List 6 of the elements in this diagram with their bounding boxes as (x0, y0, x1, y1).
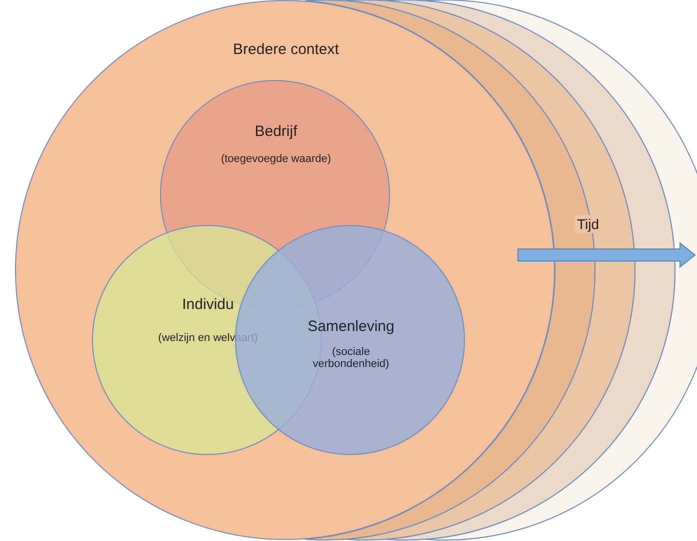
circle-title: Individu (181, 296, 235, 313)
circle-subtitle: (toegevoegde waarde) (220, 153, 332, 165)
circle-title: Bedrijf (254, 123, 298, 140)
circle-title: Samenleving (306, 318, 396, 335)
circle-title: Bredere context (232, 41, 340, 58)
circle-subtitle: (sociale verbondenheid) (312, 346, 390, 370)
